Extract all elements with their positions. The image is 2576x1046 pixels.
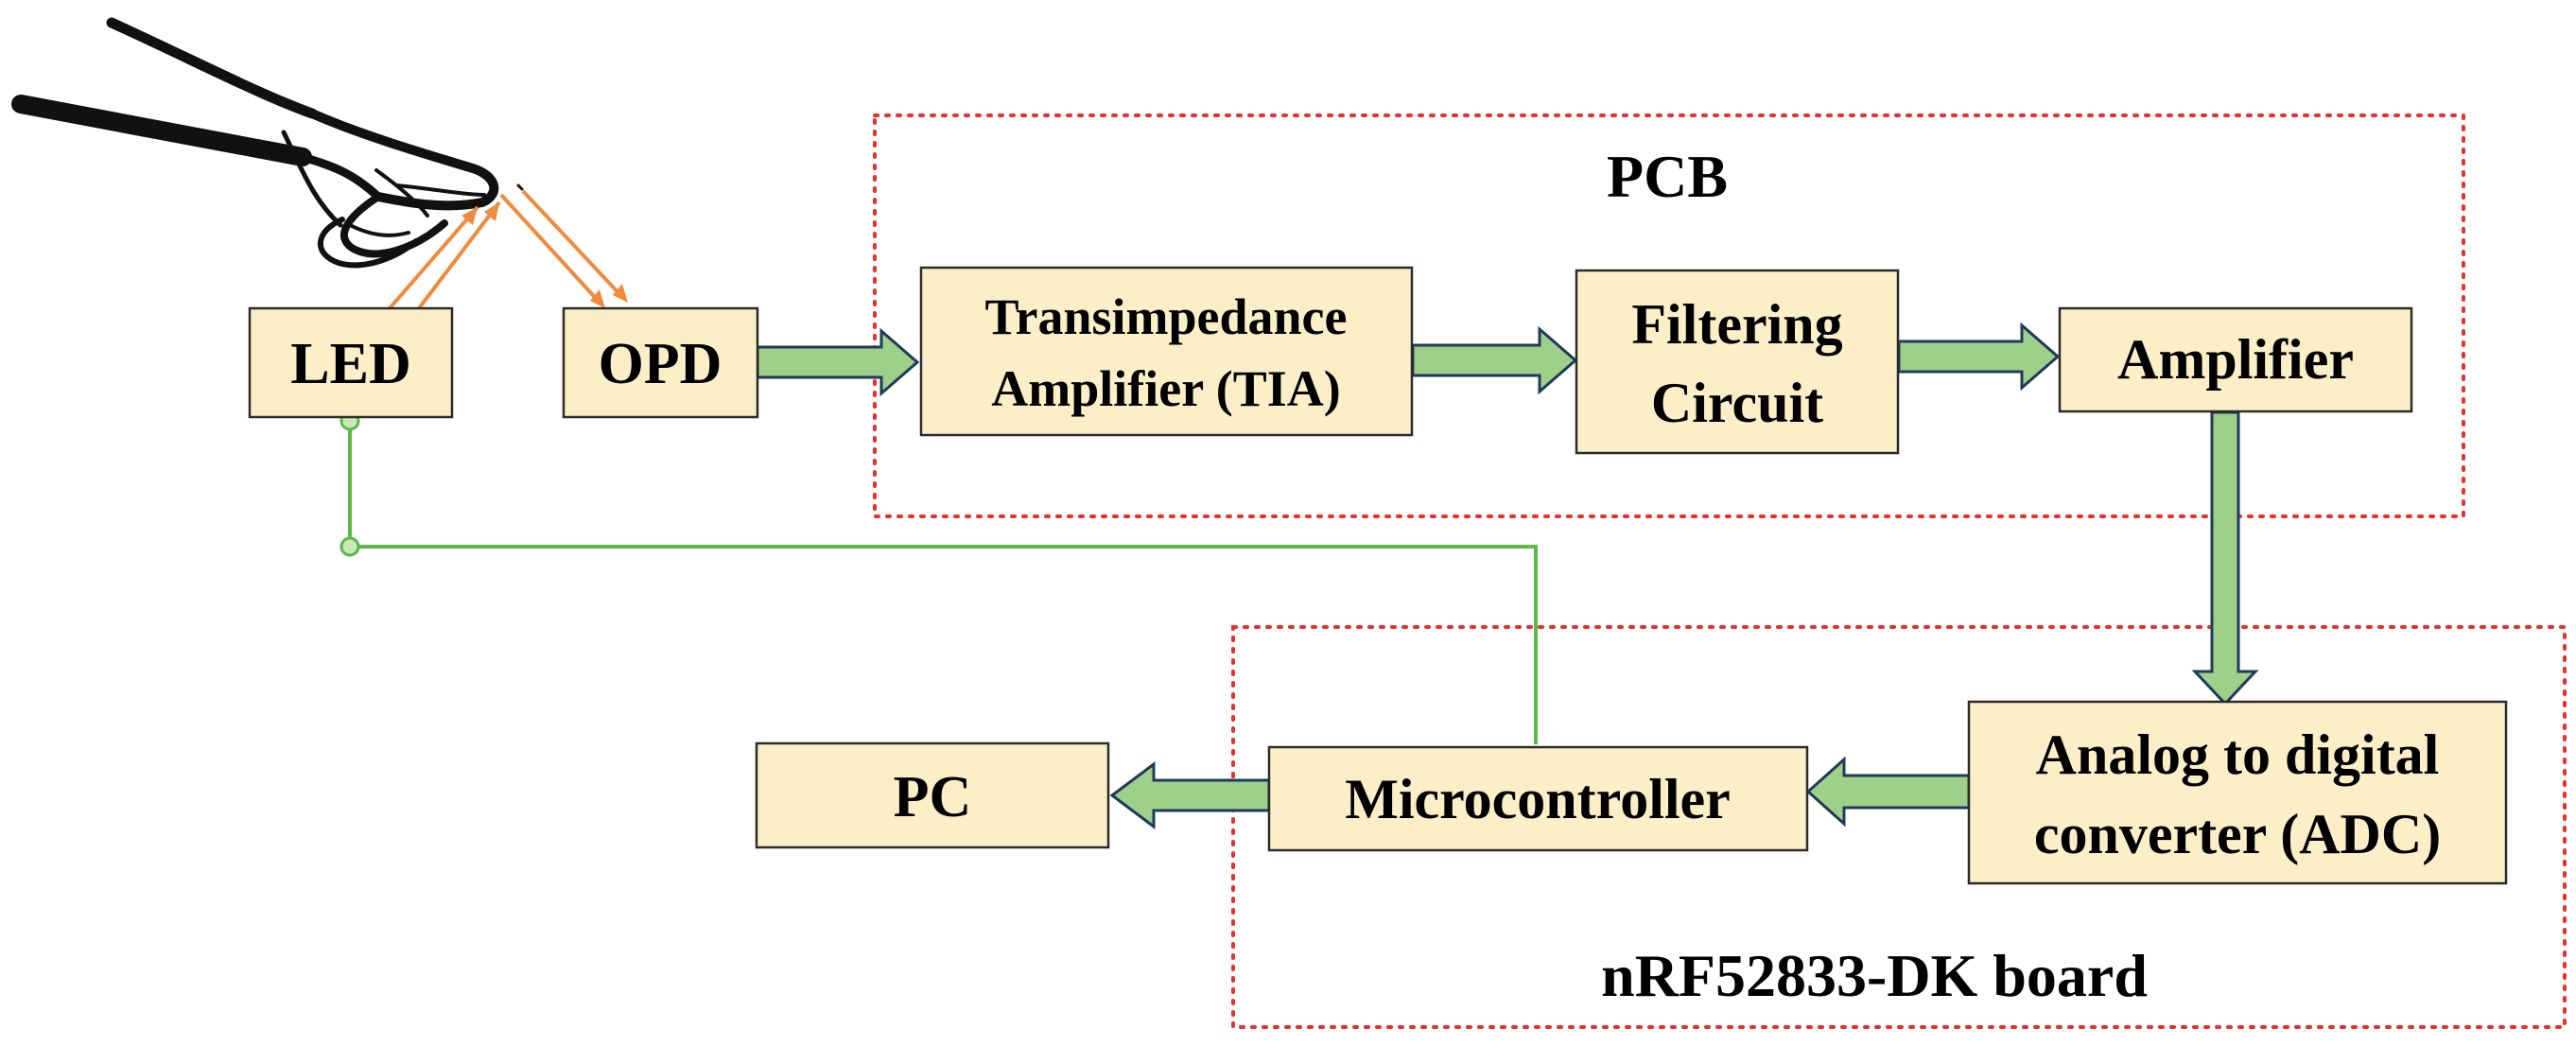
led-block: LED <box>248 306 454 419</box>
arrow-filter-to-amplifier <box>1897 322 2061 392</box>
board-region-label: nRF52833-DK board <box>1601 942 2148 1009</box>
arrow-microcontroller-to-pc <box>1109 761 1271 829</box>
arrow-opd-to-tia <box>756 327 920 397</box>
board-region-box <box>1231 625 2567 1029</box>
filter-block: Filtering Circuit <box>1575 269 1900 455</box>
arrow-adc-to-microcontroller <box>1805 756 1971 828</box>
led-ray-2 <box>417 200 501 310</box>
filter-label-line-1: Filtering <box>1631 293 1842 356</box>
amplifier-label: Amplifier <box>2117 328 2354 391</box>
opd-label: OPD <box>599 332 722 396</box>
tia-label-line-1: Transimpedance <box>984 288 1347 345</box>
led-ray-1 <box>388 205 479 310</box>
arrow-tia-to-filter <box>1411 325 1578 395</box>
adc-label-line-1: Analog to digital <box>2036 723 2440 786</box>
microcontroller-block: Microcontroller <box>1267 745 1809 852</box>
led-ray-1-head <box>461 207 478 225</box>
opd-block: OPD <box>562 306 759 419</box>
led-label: LED <box>290 332 410 396</box>
opd-ray-2 <box>521 189 626 301</box>
microcontroller-label: Microcontroller <box>1345 768 1731 830</box>
opd-ray-2-head <box>613 284 628 303</box>
tia-label-line-2: Amplifier (TIA) <box>991 360 1340 417</box>
adc-block: Analog to digital converter (ADC) <box>1967 700 2508 885</box>
led-ray-2-head <box>484 202 499 221</box>
pointing-finger-icon <box>11 17 524 269</box>
opd-ray-1-head <box>590 289 605 308</box>
feedback-wire <box>348 421 1538 744</box>
opd-ray-1 <box>499 193 603 306</box>
amplifier-block: Amplifier <box>2058 306 2413 413</box>
light-rays <box>388 189 628 310</box>
filter-label-line-2: Circuit <box>1651 372 1823 434</box>
adc-label-line-2: converter (ADC) <box>2034 803 2441 865</box>
pcb-region-label: PCB <box>1607 143 1728 210</box>
pcb-region-box <box>873 113 2465 518</box>
wire-node-corner <box>339 536 360 557</box>
pc-block: PC <box>755 741 1110 849</box>
arrow-amplifier-to-adc <box>2191 410 2259 706</box>
tia-block: Transimpedance Amplifier (TIA) <box>919 266 1414 437</box>
pc-label: PC <box>894 765 972 829</box>
